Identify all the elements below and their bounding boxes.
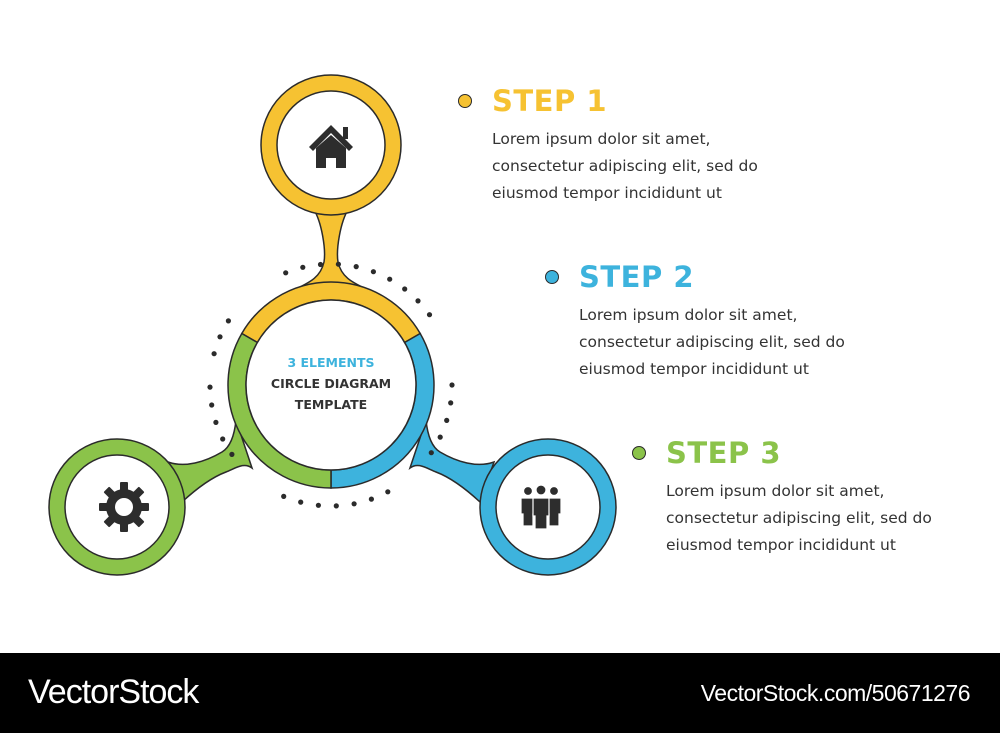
footer-reference: VectorStock.com/50671276 xyxy=(700,680,971,706)
step-1-bullet-icon xyxy=(458,94,472,108)
step-3: STEP 3 Lorem ipsum dolor sit amet, conse… xyxy=(632,436,932,559)
step-1: STEP 1 Lorem ipsum dolor sit amet, conse… xyxy=(458,84,758,207)
step-2-bullet-icon xyxy=(545,270,559,284)
node-left-green xyxy=(48,438,186,576)
center-ring xyxy=(227,281,435,489)
step-1-description: Lorem ipsum dolor sit amet, consectetur … xyxy=(492,130,758,202)
gear-icon xyxy=(99,482,149,532)
step-2-title: STEP 2 xyxy=(579,260,695,294)
footer-bar: VectorStock VectorStock.com/50671276 xyxy=(0,653,1000,733)
dotted-arc-decoration xyxy=(207,261,455,509)
step-3-description: Lorem ipsum dolor sit amet, consectetur … xyxy=(666,482,932,554)
center-label: 3 ELEMENTS CIRCLE DIAGRAM TEMPLATE xyxy=(231,352,431,415)
connector-top xyxy=(289,207,373,293)
circle-diagram xyxy=(48,74,617,576)
footer-brand: VectorStock xyxy=(28,673,199,711)
step-3-title: STEP 3 xyxy=(666,436,782,470)
step-3-bullet-icon xyxy=(632,446,646,460)
step-2: STEP 2 Lorem ipsum dolor sit amet, conse… xyxy=(545,260,845,383)
people-group-icon xyxy=(520,484,562,530)
connector-right xyxy=(408,419,496,504)
center-label-line2: CIRCLE DIAGRAM xyxy=(270,376,392,391)
center-label-line3: TEMPLATE xyxy=(294,397,368,412)
node-right-blue xyxy=(479,438,617,576)
step-1-title: STEP 1 xyxy=(492,84,608,118)
step-2-description: Lorem ipsum dolor sit amet, consectetur … xyxy=(579,306,845,378)
center-label-line1: 3 ELEMENTS xyxy=(287,355,375,370)
house-icon xyxy=(309,125,353,168)
connector-left xyxy=(166,419,254,504)
node-top-yellow xyxy=(260,74,402,216)
